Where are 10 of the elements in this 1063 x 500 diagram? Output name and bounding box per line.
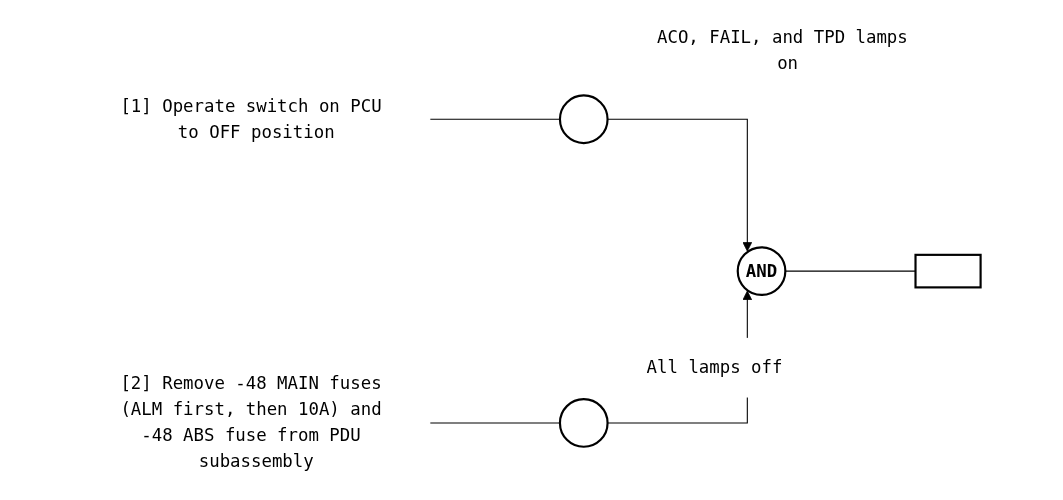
node-text: [2] Remove -48 MAIN fuses (ALM first, then 10A) and -48 ABS fuse from PDU subassembly: [120, 373, 382, 472]
node-circle: [558, 398, 609, 448]
connector: [429, 422, 561, 424]
node-label: ACO, FAIL, and TPD lamps on: [656, 27, 908, 74]
node-circle: [558, 94, 609, 145]
connector: [429, 118, 561, 120]
node-box: [914, 253, 982, 289]
node-label: All lamps off: [646, 356, 783, 378]
node-text: [1] Operate switch on PCU to OFF position: [120, 95, 382, 143]
node-circle: AND: [736, 246, 787, 296]
